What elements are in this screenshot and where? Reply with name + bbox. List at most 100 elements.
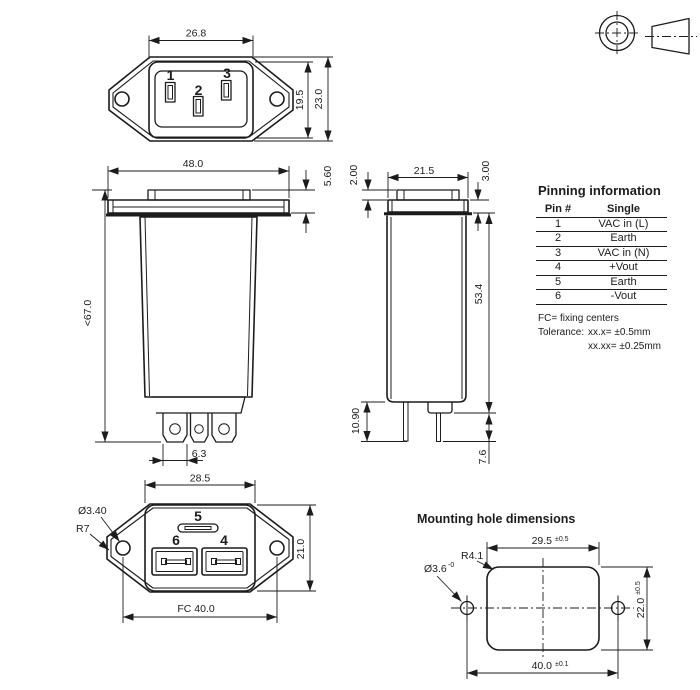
tolerance-value-2: xx.xx= ±0.25mm [588, 340, 662, 352]
pin-number-cell: 1 [536, 217, 580, 232]
pin-function-cell: +Vout [580, 260, 667, 276]
note-fixing-centers: FC= fixing centers [538, 312, 619, 324]
connector-recess [154, 70, 248, 128]
pin-function-cell: VAC in (L) [580, 217, 667, 232]
pin1-label: 1 [167, 67, 175, 83]
leader-line [100, 516, 120, 542]
front-view: 1 3 2 26.8 19.5 23.0 [108, 28, 333, 142]
tab-hole [194, 424, 204, 434]
dim-text: 6.3 [192, 448, 207, 460]
pin4-label: 4 [220, 532, 228, 548]
table-notes: FC= fixing centers Tolerance: xx.x= ±0.5… [538, 312, 667, 354]
top-cap [396, 189, 460, 201]
dim-text: 7.6 [477, 450, 489, 465]
dim-ear-radius-r7: R7 [76, 523, 110, 551]
dim-text: 3.00 [480, 161, 492, 182]
dim-text: 21.0 [295, 539, 307, 560]
dim-text: 29.5 [532, 535, 553, 547]
pin-3 [220, 79, 232, 101]
dim-text: 48.0 [183, 158, 204, 170]
dim-face-height-19-5: 19.5 [255, 61, 313, 139]
dim-text: Ø3.6 [424, 563, 447, 575]
symbol-circle-inner [605, 21, 629, 45]
contact-end [211, 558, 217, 565]
dim-text: 21.5 [414, 165, 435, 177]
contact-end [235, 558, 241, 565]
dim-tolerance: -0 [448, 562, 454, 569]
contact-bar [215, 559, 237, 564]
pin-4-receptacle [201, 547, 248, 576]
terminal-pin-right [436, 412, 441, 442]
pinning-table-title: Pinning information [538, 183, 661, 198]
dim-flange-depth-3-00: 3.00 [470, 161, 495, 231]
dim-width-26-8: 26.8 [148, 28, 254, 59]
note-tolerance-2: xx.xx= ±0.25mm [538, 340, 667, 354]
body-outline [139, 216, 258, 398]
pin-number-cell: 3 [536, 246, 580, 261]
mounting-hole-right [269, 91, 285, 107]
dim-hole-dia-3-40: Ø3.40 [78, 505, 120, 542]
dim-tab-width-6-3: 6.3 [149, 444, 206, 466]
side-view: 48.0 5.60 <67.0 6.3 [82, 158, 334, 466]
table-row: 6 -Vout [536, 289, 667, 305]
dim-text: 26.8 [186, 28, 207, 40]
leader-line [476, 560, 494, 570]
mounting-view-title: Mounting hole dimensions [417, 512, 575, 526]
pin-inner [167, 85, 173, 100]
leader-line [436, 575, 462, 602]
dim-pin-length-7-6: 7.6 [443, 414, 496, 464]
tab-hole [218, 423, 230, 435]
pin-2 [192, 95, 204, 117]
pin-6-receptacle [151, 547, 198, 576]
dim-text: R4.1 [461, 550, 483, 562]
slot-outline [177, 523, 219, 533]
pin-number-cell: 5 [536, 275, 580, 290]
end-view: 2.00 21.5 3.00 53.4 10.90 [348, 161, 496, 464]
terminal-tab-1 [162, 413, 188, 443]
mounting-hole-view: Mounting hole dimensions 29.5 ±0.5 R4.1 … [417, 512, 653, 679]
pin6-label: 6 [172, 532, 180, 548]
tab-hole [169, 423, 181, 435]
pin-number-cell: 2 [536, 231, 580, 247]
body-inner-line [144, 216, 150, 397]
dim-hole-dia-3-6: Ø3.6 -0 [424, 562, 462, 602]
leader-line [89, 533, 110, 551]
body-outline [386, 215, 467, 403]
pin-function-cell: Earth [580, 275, 667, 290]
dim-cap-height-2-00: 2.00 [348, 165, 396, 218]
table-row: 2 Earth [536, 231, 667, 247]
pin-number-cell: 4 [536, 260, 580, 276]
col-header-single: Single [580, 203, 667, 218]
pin-outline [192, 95, 204, 117]
pinning-information-panel: Pinning information Pin # Single 1 VAC i… [536, 183, 667, 354]
mounting-hole-right [269, 540, 285, 556]
dim-tolerance: ±0.5 [555, 536, 569, 543]
dim-text: 5.60 [322, 166, 334, 187]
tolerance-value-1: xx.x= ±0.5mm [588, 326, 651, 338]
flange-inner-line [110, 507, 290, 589]
dim-tolerance: ±0.1 [555, 661, 569, 668]
dim-text: Ø3.40 [78, 505, 107, 517]
pin3-label: 3 [223, 65, 231, 81]
pinning-table: Pin # Single 1 VAC in (L) 2 Earth 3 VAC … [536, 203, 667, 305]
dim-flange-height-23-0: 23.0 [254, 56, 333, 142]
dim-fixing-centers-40-0: FC 40.0 [122, 557, 278, 623]
dim-text: 19.5 [294, 90, 306, 111]
pin-outline [220, 79, 232, 101]
pin-function-cell: VAC in (N) [580, 246, 667, 261]
dim-text: 22.0 [635, 598, 647, 619]
dim-body-length-53-4: 53.4 [454, 213, 496, 414]
dim-corner-radius-r4-1: R4.1 [461, 550, 494, 570]
terminal-block [152, 396, 246, 414]
dim-width-48-0: 48.0 [107, 158, 290, 198]
dim-text: 23.0 [313, 89, 325, 110]
dim-text: 40.0 [532, 660, 553, 672]
mounting-hole-left [114, 91, 130, 107]
dim-text: R7 [76, 523, 90, 535]
terminal-tab-3 [211, 413, 237, 443]
dim-flange-depth-5-60: 5.60 [252, 166, 334, 233]
flange-outline [108, 56, 294, 142]
pin2-label: 2 [195, 82, 203, 98]
